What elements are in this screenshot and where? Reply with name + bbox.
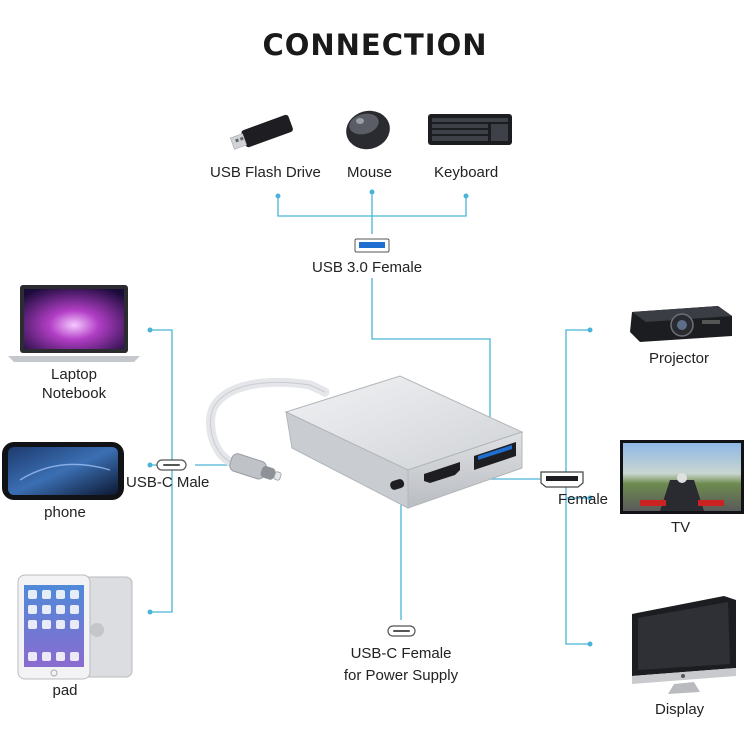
label-display: Display	[655, 701, 705, 718]
label-laptop: Laptop Notebook	[20, 365, 128, 403]
usb-c-power-port-icon	[387, 625, 416, 637]
page-title: CONNECTION	[262, 28, 488, 62]
label-hdmi-female: Female	[558, 491, 609, 508]
label-laptop-line1: Laptop	[51, 366, 97, 383]
usb-a-port-icon	[354, 238, 390, 253]
label-keyboard: Keyboard	[434, 164, 499, 181]
mouse-icon	[346, 110, 390, 150]
label-tv: TV	[671, 519, 691, 536]
label-usbc-power: USB-C Female for Power Supply	[325, 643, 477, 687]
label-usbc-power-line1: USB-C Female	[350, 645, 452, 662]
projector-icon	[630, 306, 732, 342]
label-usb-flash-drive: USB Flash Drive	[210, 164, 321, 181]
label-usbc-power-line2: for Power Supply	[343, 667, 459, 684]
label-usbc-male: USB-C Male	[126, 474, 210, 491]
label-projector: Projector	[649, 350, 710, 367]
laptop-icon	[8, 285, 140, 362]
adapter-usb3-port	[474, 442, 516, 470]
monitor-icon	[632, 596, 736, 694]
tv-icon	[620, 440, 744, 514]
connector-dots	[147, 189, 593, 647]
hdmi-port-icon	[540, 471, 584, 488]
label-mouse: Mouse	[347, 164, 393, 181]
label-usb30-female: USB 3.0 Female	[312, 259, 423, 276]
adapter-hdmi-port	[424, 462, 460, 483]
label-pad: pad	[52, 682, 78, 699]
label-phone: phone	[44, 504, 86, 521]
adapter-usbc-port	[390, 479, 405, 490]
label-laptop-line2: Notebook	[41, 385, 107, 402]
keyboard-icon	[428, 114, 512, 145]
usb-flash-drive-icon	[230, 114, 293, 150]
phone-icon	[2, 442, 124, 500]
tablet-icon	[17, 574, 133, 680]
adapter-hub	[206, 375, 524, 509]
usb-c-port-icon	[156, 459, 187, 471]
